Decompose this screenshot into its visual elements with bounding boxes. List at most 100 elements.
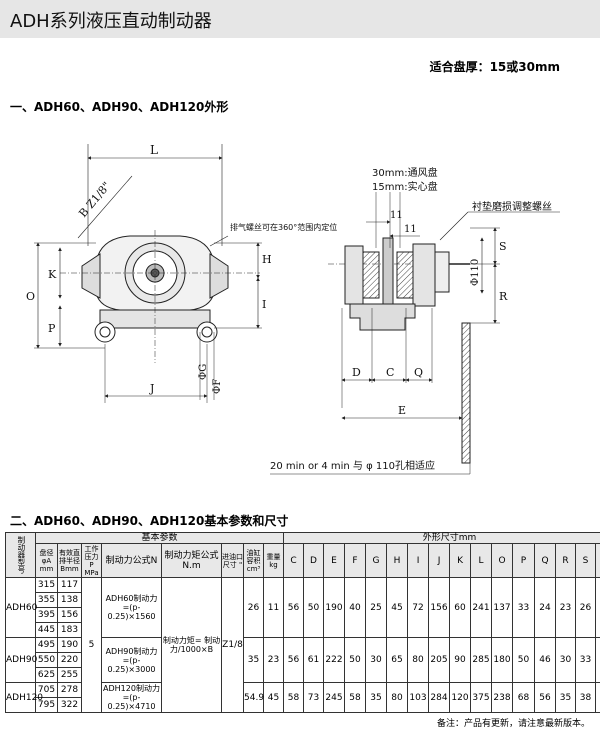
dim-S-label: S <box>499 240 507 253</box>
header-dim-G: G <box>365 543 388 579</box>
cell-dim-E: 222 <box>323 637 346 684</box>
cell-dim-K: 60 <box>449 577 472 639</box>
dim-P-label: P <box>48 322 56 335</box>
dim-B-label: B Z1/8" <box>76 179 113 220</box>
dim-110-label: Φ110 <box>470 259 481 286</box>
cell-volume: 54.9 <box>243 682 264 714</box>
cell-dim-F: 40 <box>344 577 367 639</box>
cell-pressure: 5 <box>81 577 102 714</box>
cell-volume: 35 <box>243 637 264 684</box>
cell-eff: 190 <box>57 637 82 654</box>
cell-eff: 138 <box>57 592 82 609</box>
cell-dim-H: 45 <box>386 577 409 639</box>
cell-dim-F: 58 <box>344 682 367 714</box>
cell-dim-R: 35 <box>555 682 577 714</box>
cell-dim-P: 50 <box>512 637 536 684</box>
cell-dim-O: 238 <box>491 682 514 714</box>
section-heading-outline: 一、ADH60、ADH90、ADH120外形 <box>10 100 229 114</box>
cell-dim-E: 245 <box>323 682 346 714</box>
header-volume: 油缸容积 cm³ <box>243 543 264 579</box>
cell-dim-F: 50 <box>344 637 367 684</box>
cell-dim-G: 30 <box>365 637 388 684</box>
cell-eff: 278 <box>57 682 82 699</box>
cell-dim-K: 90 <box>449 637 472 684</box>
dim-D-label: D <box>352 366 361 379</box>
cell-disc: 550 <box>35 652 58 669</box>
cell-dim-L: 241 <box>470 577 493 639</box>
cell-dim-H: 80 <box>386 682 409 714</box>
cell-dim-I: 80 <box>407 637 430 684</box>
cell-dim-S: 26 <box>575 577 597 639</box>
cell-disc: 495 <box>35 637 58 654</box>
dim-E-label: E <box>398 404 406 417</box>
dim-11a-label: 11 <box>390 210 403 221</box>
cell-dim-D: 61 <box>303 637 325 684</box>
dim-H-label: H <box>262 253 272 266</box>
dim-L-label: L <box>150 143 158 157</box>
cell-dim-G: 25 <box>365 577 388 639</box>
header-dim-Q: Q <box>534 543 557 579</box>
cell-disc: 395 <box>35 607 58 624</box>
update-note: 备注：产品有更新，请注意最新版本。 <box>436 719 590 729</box>
header-blank <box>595 543 600 579</box>
dim-F-label: ΦF <box>212 379 223 394</box>
cell-eff: 220 <box>57 652 82 669</box>
cell-disc: 795 <box>35 697 58 714</box>
header-dim-L: L <box>470 543 493 579</box>
dim-K-label: K <box>48 268 57 281</box>
section-heading-params: 二、ADH60、ADH90、ADH120基本参数和尺寸 <box>10 514 289 528</box>
cell-blank <box>595 637 600 684</box>
adjust-screw-label: 衬垫磨损调整螺丝 <box>472 200 552 213</box>
cell-force-formula: ADH120制动力 =(p-0.25)×4710 <box>101 682 162 714</box>
header-dim-E: E <box>323 543 346 579</box>
cell-eff: 255 <box>57 667 82 684</box>
cell-dim-O: 180 <box>491 637 514 684</box>
cell-dim-L: 375 <box>470 682 493 714</box>
header-dim-R: R <box>555 543 577 579</box>
header-dim-S: S <box>575 543 597 579</box>
cell-weight: 23 <box>262 637 285 684</box>
page-title: ADH系列液压直动制动器 <box>10 11 212 32</box>
title-bar: ADH系列液压直动制动器 <box>0 0 600 38</box>
cell-eff: 117 <box>57 577 82 594</box>
cell-dim-S: 38 <box>575 682 597 714</box>
cell-dim-L: 285 <box>470 637 493 684</box>
cell-torque-formula: 制动力矩= 制动力/1000×B <box>161 577 222 714</box>
cell-dim-E: 190 <box>323 577 346 639</box>
dim-11b-label: 11 <box>404 224 417 235</box>
cell-dim-C: 58 <box>283 682 305 714</box>
cell-dim-C: 56 <box>283 637 305 684</box>
header-dim-O: O <box>491 543 514 579</box>
min-clearance-note: 20 min or 4 min 与 φ 110孔相适应 <box>270 459 435 472</box>
header-dim-J: J <box>428 543 451 579</box>
cell-dim-K: 120 <box>449 682 472 714</box>
cell-dim-Q: 24 <box>534 577 557 639</box>
header-dim-F: F <box>344 543 367 579</box>
cell-volume: 26 <box>243 577 264 639</box>
cell-dim-D: 50 <box>303 577 325 639</box>
cell-dim-R: 30 <box>555 637 577 684</box>
dim-J-label: J <box>149 382 154 395</box>
cell-eff: 183 <box>57 622 82 639</box>
cell-blank <box>595 682 600 714</box>
cell-blank <box>595 577 600 639</box>
cell-disc: 445 <box>35 622 58 639</box>
header-model: 制动器型号 <box>5 531 36 579</box>
header-disc: 盘径 φA mm <box>35 543 58 579</box>
cell-dim-D: 73 <box>303 682 325 714</box>
header-weight: 重量 kg <box>262 543 285 579</box>
cell-dim-J: 156 <box>428 577 451 639</box>
header-dim-P: P <box>512 543 536 579</box>
dim-C-label: C <box>386 366 394 379</box>
header-dim-I: I <box>407 543 430 579</box>
dim-R-label: R <box>499 290 508 303</box>
cell-dim-Q: 56 <box>534 682 557 714</box>
cell-dim-P: 68 <box>512 682 536 714</box>
cell-weight: 11 <box>262 577 285 639</box>
side-view <box>270 192 560 475</box>
